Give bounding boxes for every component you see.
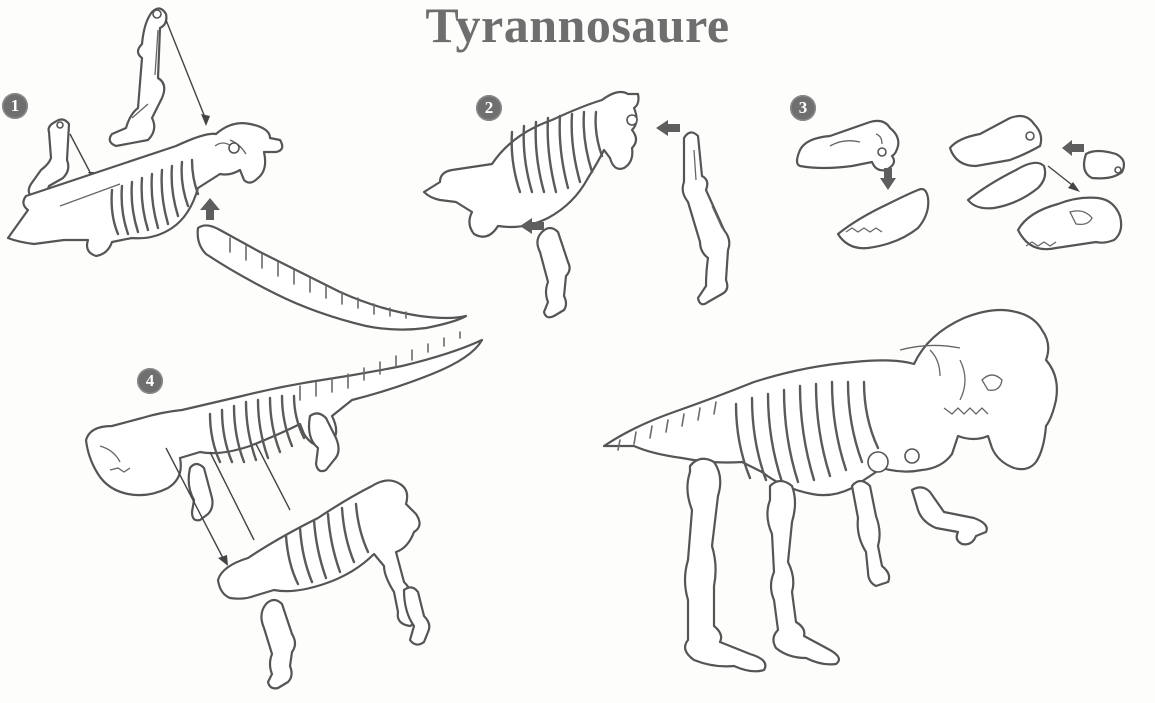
- step-4-upper-skeleton: [86, 332, 482, 520]
- step-1-illustration: [8, 8, 466, 329]
- step-1-guide-line-arm: [70, 134, 92, 176]
- t-rex-forearm: [912, 487, 987, 544]
- step-4-guide-line-3: [256, 444, 290, 510]
- step-2-leg-piece: [537, 228, 569, 317]
- step-2-illustration: [424, 92, 729, 317]
- step-2-arm-piece: [683, 132, 730, 304]
- step-3-skull-right: [950, 116, 1041, 166]
- step-4-lower-skeleton: [218, 480, 429, 688]
- t-rex-arm: [852, 481, 889, 586]
- step-3-jaw-left: [838, 189, 928, 248]
- t-rex-body: [604, 310, 1057, 495]
- step-1-leg-piece: [110, 8, 167, 146]
- step-4-guide-line-2: [210, 452, 254, 540]
- step-1-guide-line-leg: [166, 20, 206, 120]
- t-rex-near-leg: [685, 459, 765, 672]
- step-1-push-arrow-icon: [200, 198, 220, 220]
- step-3-push-arrow-icon-right: [1062, 140, 1084, 156]
- assembled-t-rex-skeleton: [604, 310, 1057, 671]
- step-3-skull-left: [797, 121, 898, 170]
- step-4-illustration: [86, 332, 482, 688]
- t-rex-far-leg: [767, 481, 838, 664]
- step-1-tail-piece: [198, 225, 466, 329]
- step-2-body-piece: [424, 92, 639, 237]
- step-3-assembled-skull: [1018, 198, 1121, 250]
- step-3-illustration: [797, 116, 1124, 249]
- step-3-jaw-right: [968, 163, 1045, 209]
- step-2-push-arrow-icon: [656, 120, 680, 136]
- step-3-skull-plate: [1084, 151, 1124, 178]
